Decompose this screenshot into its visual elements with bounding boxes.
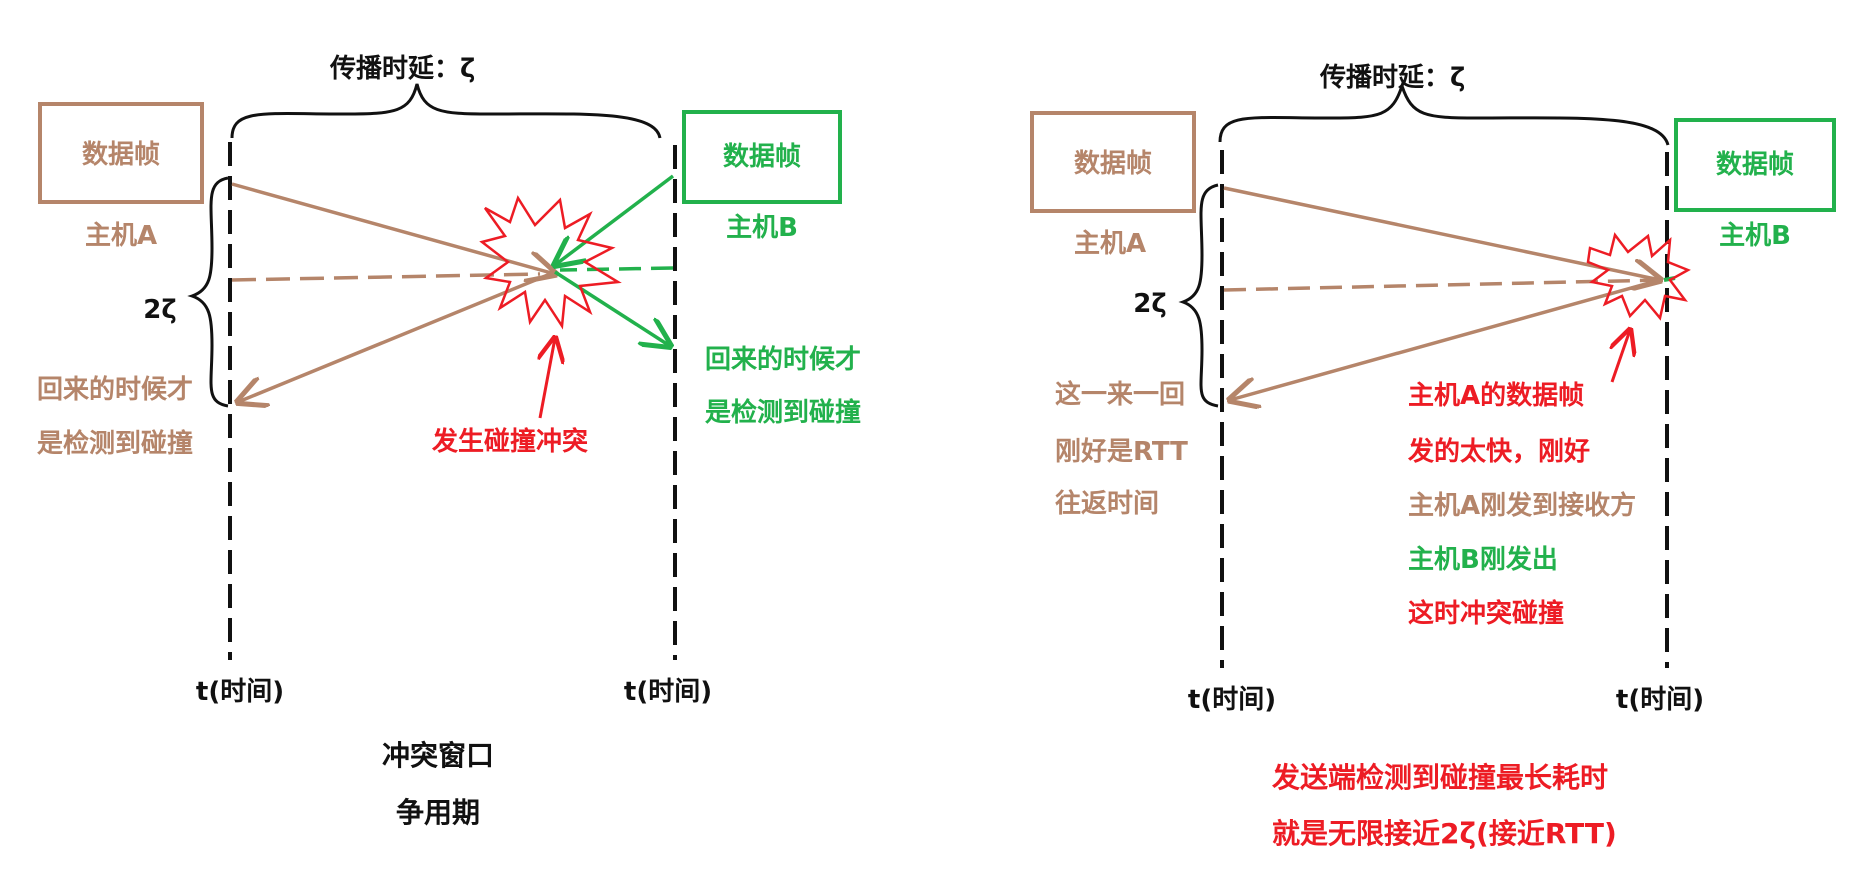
propagation-brace bbox=[230, 83, 662, 139]
collision-burst bbox=[479, 195, 622, 330]
host-a-signal-arrow bbox=[1223, 186, 1660, 280]
host-b-frame-label: 数据帧 bbox=[1716, 150, 1794, 180]
host-b-time-axis-label: t(时间) bbox=[624, 677, 712, 707]
collision-note-line5: 这时冲突碰撞 bbox=[1408, 598, 1564, 629]
host-b-label: 主机B bbox=[1719, 221, 1791, 251]
propagation-delay-label: 传播时延：ζ bbox=[1319, 63, 1465, 93]
collision-note-line4: 主机B刚发出 bbox=[1408, 544, 1558, 575]
right-caption-line1: 发送端检测到碰撞最长耗时 bbox=[1271, 761, 1608, 794]
host-a-time-axis-label: t(时间) bbox=[196, 677, 284, 707]
host-b-return-arrow bbox=[554, 270, 670, 346]
host-b-frame-box bbox=[682, 110, 842, 204]
host-b-signal-arrow bbox=[555, 174, 675, 265]
host-a-label: 主机A bbox=[1074, 229, 1146, 259]
host-a-dashed-signal bbox=[1223, 278, 1661, 292]
collision-note-line1: 主机A的数据帧 bbox=[1408, 380, 1584, 411]
host-b-frame-box bbox=[1674, 118, 1836, 212]
host-a-signal-arrow bbox=[231, 182, 555, 274]
two-tau-brace bbox=[1178, 183, 1219, 408]
host-a-time-axis-label: t(时间) bbox=[1188, 685, 1276, 715]
rtt-note-line2: 刚好是RTT bbox=[1055, 437, 1188, 467]
host-a-detect-line1: 回来的时候才 bbox=[37, 374, 193, 405]
left-caption-line1: 冲突窗口 bbox=[382, 739, 494, 772]
host-b-frame-label: 数据帧 bbox=[723, 142, 801, 172]
propagation-brace bbox=[1218, 81, 1670, 146]
rtt-note-line1: 这一来一回 bbox=[1055, 379, 1185, 410]
host-b-detect-line2: 是检测到碰撞 bbox=[705, 397, 861, 428]
two-tau-label: 2ζ bbox=[143, 295, 176, 325]
collision-pointer-arrow bbox=[540, 338, 555, 419]
propagation-delay-label: 传播时延：ζ bbox=[329, 54, 475, 84]
host-b-time-axis-label: t(时间) bbox=[1616, 685, 1704, 715]
host-a-frame-label: 数据帧 bbox=[1074, 149, 1152, 179]
collision-note-line3: 主机A刚发到接收方 bbox=[1408, 490, 1636, 521]
right-diagram: 传播时延：ζ 数据帧 主机A 数据帧 主机B t(时间) t(时间) 2ζ 这一… bbox=[1030, 63, 1836, 850]
host-a-detect-line2: 是检测到碰撞 bbox=[37, 428, 193, 459]
two-tau-brace bbox=[187, 176, 229, 408]
right-caption-line2: 就是无限接近2ζ(接近RTT) bbox=[1272, 817, 1617, 850]
collision-label: 发生碰撞冲突 bbox=[431, 426, 588, 457]
host-a-return-arrow bbox=[1230, 278, 1661, 400]
left-caption-line2: 争用期 bbox=[396, 796, 480, 829]
left-diagram: 传播时延：ζ 数据帧 主机A 数据帧 主机B t(时间) t(时间) 2ζ 发生… bbox=[37, 54, 861, 829]
host-b-label: 主机B bbox=[726, 213, 798, 243]
host-a-label: 主机A bbox=[85, 221, 157, 251]
host-a-return-arrow bbox=[238, 270, 556, 402]
host-a-frame-box bbox=[1030, 111, 1196, 213]
rtt-note-line3: 往返时间 bbox=[1055, 488, 1159, 519]
host-b-detect-line1: 回来的时候才 bbox=[705, 344, 861, 375]
host-b-dashed-signal bbox=[559, 266, 674, 272]
host-a-frame-label: 数据帧 bbox=[82, 140, 160, 170]
collision-note-line2: 发的太快，刚好 bbox=[1407, 436, 1590, 467]
two-tau-label: 2ζ bbox=[1133, 289, 1166, 319]
collision-burst bbox=[1586, 232, 1691, 321]
host-a-frame-box bbox=[38, 102, 204, 204]
collision-pointer-arrow bbox=[1612, 330, 1630, 383]
